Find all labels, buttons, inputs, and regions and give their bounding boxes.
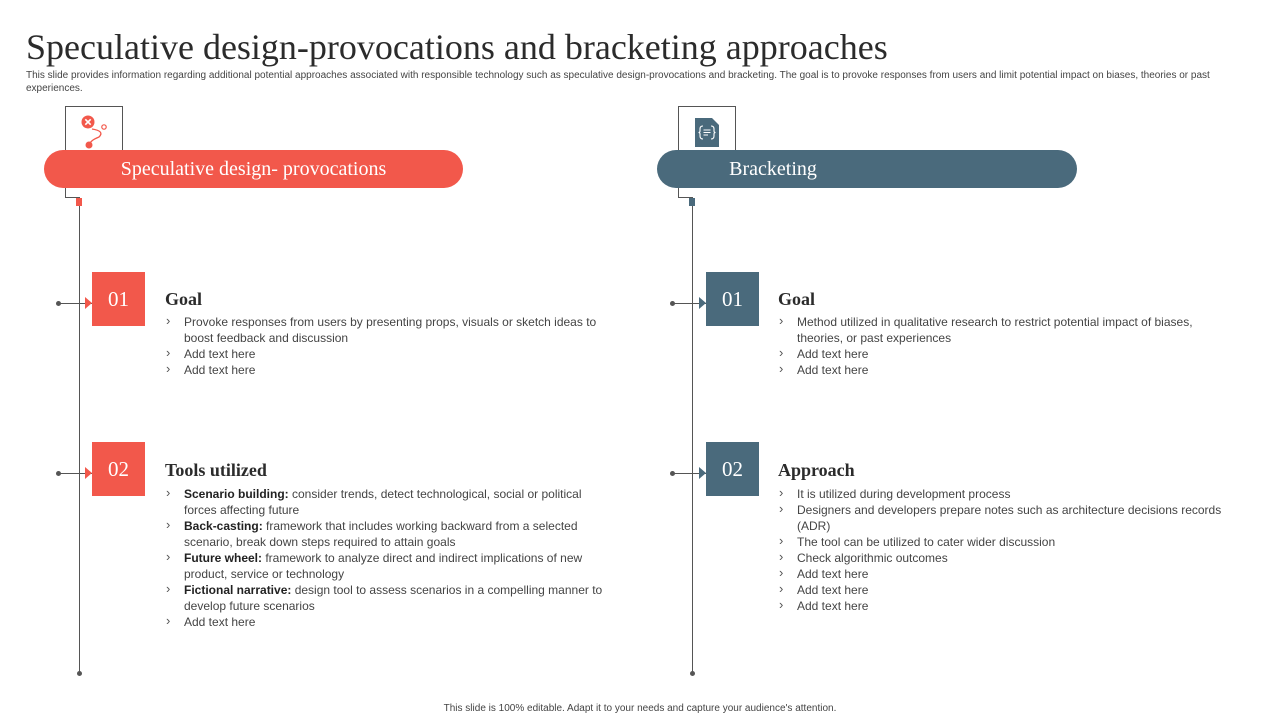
left-section-number: 01 — [92, 272, 145, 326]
left-timeline-end-dot — [77, 671, 82, 676]
left-connector-line — [58, 303, 92, 304]
list-item: The tool can be utilized to cater wider … — [778, 533, 1223, 550]
right-connector-arrow — [699, 467, 706, 479]
left-connector-arrow — [85, 297, 92, 309]
no-route-icon — [81, 115, 107, 149]
list-item: Add text here — [778, 361, 1223, 378]
right-header-marker — [689, 198, 695, 206]
right-section-number: 01 — [706, 272, 759, 326]
left-header-pill: Speculative design- provocations — [44, 150, 463, 188]
slide-subtitle: This slide provides information regardin… — [26, 70, 1210, 94]
list-item: Add text here — [778, 581, 1223, 598]
list-item: Add text here — [165, 613, 605, 630]
left-connector-line — [58, 473, 92, 474]
list-item: Add text here — [778, 565, 1223, 582]
list-item: Designers and developers prepare notes s… — [778, 501, 1223, 534]
right-section-title: Goal — [778, 289, 816, 309]
right-connector-arrow — [699, 297, 706, 309]
left-section-number: 02 — [92, 442, 145, 496]
left-section-title: Goal — [165, 289, 203, 309]
list-item: Future wheel: framework to analyze direc… — [165, 549, 605, 582]
right-timeline-line — [692, 200, 693, 674]
code-document-icon — [695, 118, 719, 147]
list-item: Method utilized in qualitative research … — [778, 313, 1223, 346]
slide-title: Speculative design-provocations and brac… — [26, 27, 888, 67]
list-item: It is utilized during development proces… — [778, 485, 1223, 502]
right-connector-line — [672, 473, 706, 474]
left-section-bullets: Provoke responses from users by presenti… — [165, 313, 605, 378]
left-section-title: Tools utilized — [165, 460, 267, 480]
list-item: Provoke responses from users by presenti… — [165, 313, 605, 346]
list-item: Scenario building: consider trends, dete… — [165, 485, 605, 518]
left-section-bullets: Scenario building: consider trends, dete… — [165, 485, 605, 630]
slide-footer: This slide is 100% editable. Adapt it to… — [443, 703, 837, 714]
list-item: Fictional narrative: design tool to asse… — [165, 581, 605, 614]
list-item: Check algorithmic outcomes — [778, 549, 1223, 566]
left-timeline-line — [79, 200, 80, 674]
left-icon-frame — [65, 106, 123, 153]
list-item: Add text here — [778, 597, 1223, 614]
right-icon-frame — [678, 106, 736, 153]
list-item: Add text here — [165, 361, 605, 378]
left-header-marker — [76, 198, 82, 206]
right-section-title: Approach — [778, 460, 855, 480]
right-section-bullets: Method utilized in qualitative research … — [778, 313, 1223, 378]
left-connector-arrow — [85, 467, 92, 479]
right-header-pill: Bracketing — [657, 150, 1077, 188]
right-connector-line — [672, 303, 706, 304]
right-section-bullets: It is utilized during development proces… — [778, 485, 1223, 614]
list-item: Add text here — [165, 345, 605, 362]
list-item: Back-casting: framework that includes wo… — [165, 517, 605, 550]
right-timeline-end-dot — [690, 671, 695, 676]
right-section-number: 02 — [706, 442, 759, 496]
list-item: Add text here — [778, 345, 1223, 362]
